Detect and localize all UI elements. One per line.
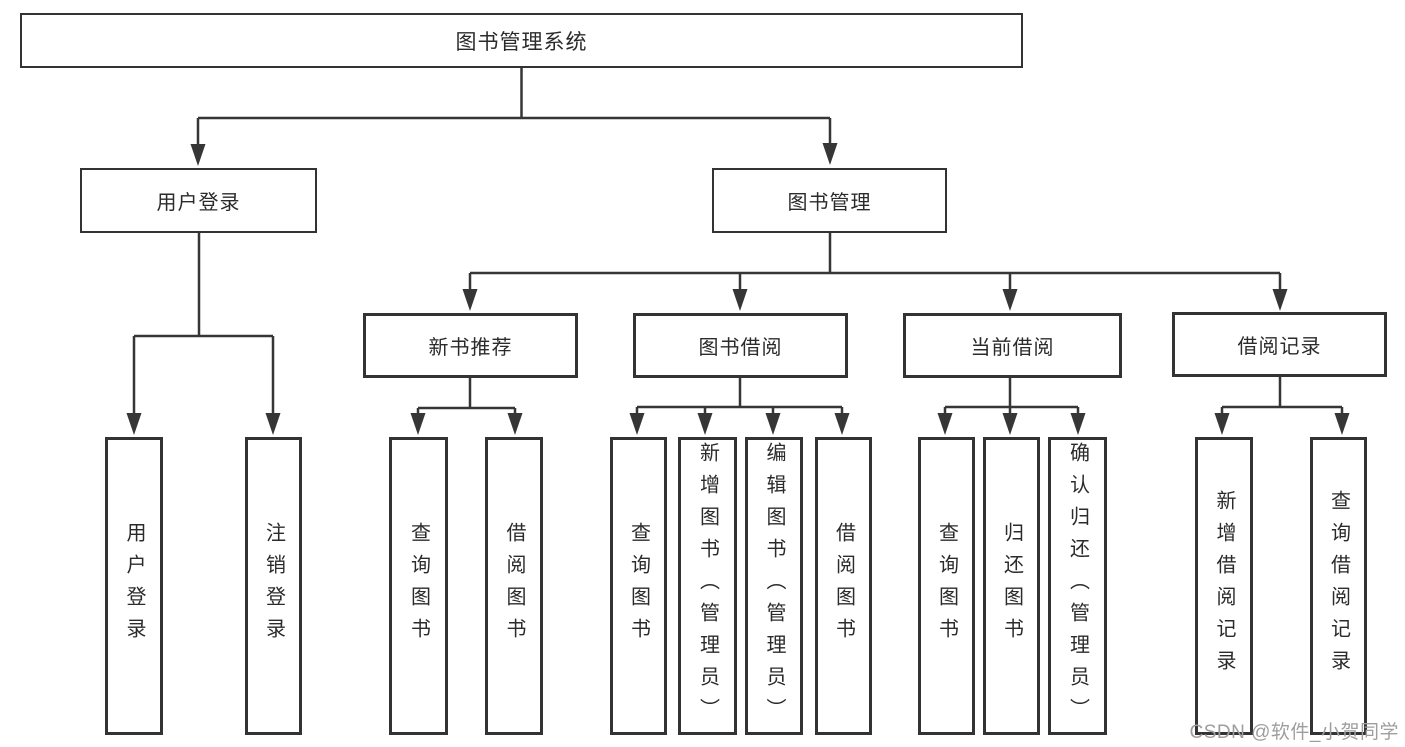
node-borrowing-records-label: 借阅记录 [1237, 336, 1322, 358]
node-leaf-query-borrow-record: 查询借阅记录 [1310, 437, 1367, 735]
node-leaf-add-book-admin: 新增图书（管理员） [678, 437, 737, 735]
node-leaf-return-books-label: 归还图书 [1000, 522, 1023, 650]
node-leaf-borrowing-query-books: 查询图书 [610, 437, 667, 735]
node-user-login-label: 用户登录 [156, 192, 241, 214]
node-root: 图书管理系统 [20, 13, 1023, 68]
node-leaf-add-borrow-record: 新增借阅记录 [1195, 437, 1253, 735]
node-new-book-recommend: 新书推荐 [363, 313, 578, 378]
node-book-management-label: 图书管理 [787, 192, 872, 214]
node-leaf-borrowing-borrow-books-label: 借阅图书 [832, 522, 855, 650]
node-user-login: 用户登录 [80, 168, 317, 233]
node-root-label: 图书管理系统 [455, 30, 588, 54]
watermark-text: CSDN @软件_小贺同学 [1189, 722, 1399, 743]
node-leaf-newbook-query-books-label: 查询图书 [407, 522, 430, 650]
node-leaf-newbook-query-books: 查询图书 [389, 437, 448, 735]
node-leaf-add-borrow-record-label: 新增借阅记录 [1213, 490, 1235, 682]
node-leaf-add-book-admin-label: 新增图书（管理员） [696, 442, 719, 730]
node-borrowing-records: 借阅记录 [1172, 312, 1387, 377]
node-leaf-newbook-borrow-books: 借阅图书 [485, 437, 543, 735]
node-book-borrowing: 图书借阅 [633, 313, 848, 378]
node-current-borrowing-label: 当前借阅 [970, 337, 1055, 359]
node-current-borrowing: 当前借阅 [903, 313, 1122, 378]
node-leaf-current-query-books: 查询图书 [918, 437, 975, 735]
node-leaf-confirm-return-admin: 确认归还（管理员） [1048, 437, 1107, 735]
node-leaf-user-login-label: 用户登录 [123, 522, 145, 650]
node-leaf-confirm-return-admin-label: 确认归还（管理员） [1066, 442, 1089, 730]
node-book-management: 图书管理 [712, 168, 947, 233]
node-leaf-edit-book-admin: 编辑图书（管理员） [745, 437, 803, 735]
node-leaf-query-borrow-record-label: 查询借阅记录 [1327, 490, 1350, 682]
node-leaf-edit-book-admin-label: 编辑图书（管理员） [763, 442, 785, 730]
node-leaf-borrowing-borrow-books: 借阅图书 [815, 437, 872, 735]
node-new-book-recommend-label: 新书推荐 [428, 337, 513, 359]
node-leaf-logout-label: 注销登录 [262, 522, 285, 650]
node-leaf-return-books: 归还图书 [983, 437, 1040, 735]
node-leaf-borrowing-query-books-label: 查询图书 [627, 522, 650, 650]
node-leaf-user-login: 用户登录 [105, 437, 163, 735]
node-leaf-newbook-borrow-books-label: 借阅图书 [503, 522, 525, 650]
node-leaf-logout: 注销登录 [245, 437, 302, 735]
node-leaf-current-query-books-label: 查询图书 [935, 522, 958, 650]
node-book-borrowing-label: 图书借阅 [698, 337, 783, 359]
